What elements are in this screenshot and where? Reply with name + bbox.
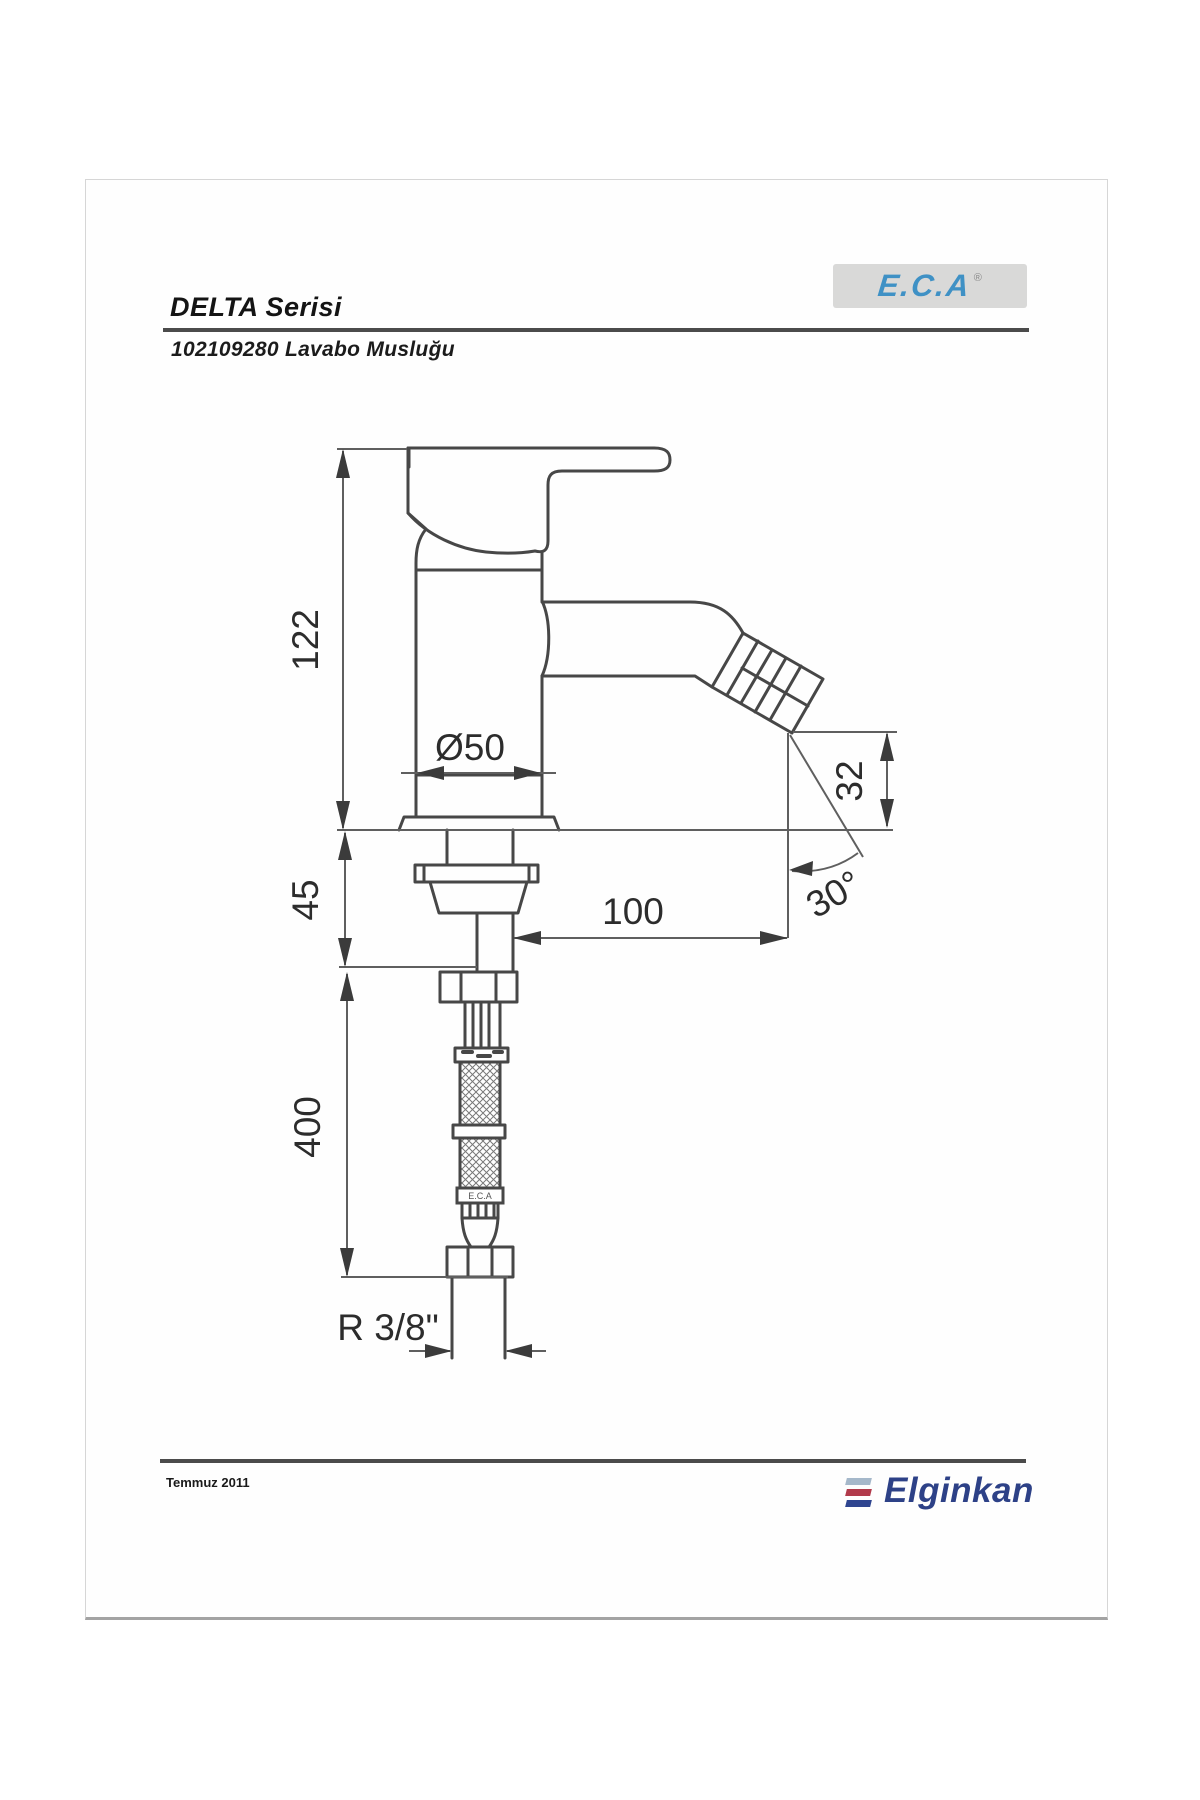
elginkan-logo-icon bbox=[845, 1478, 872, 1511]
eca-brand-logo: E.C.A ® bbox=[833, 264, 1027, 308]
elginkan-bar-light bbox=[845, 1478, 872, 1485]
footer-rule bbox=[160, 1459, 1026, 1463]
page-frame bbox=[85, 179, 1108, 1620]
series-title: DELTA Serisi bbox=[170, 292, 343, 322]
elginkan-bar-red bbox=[845, 1489, 872, 1496]
elginkan-bar-navy bbox=[845, 1500, 872, 1507]
product-code-title: 102109280 Lavabo Musluğu bbox=[171, 338, 455, 361]
registered-mark-icon: ® bbox=[973, 272, 982, 284]
title-rule bbox=[163, 328, 1029, 332]
footer-date: Temmuz 2011 bbox=[166, 1475, 250, 1490]
eca-logo-text: E.C.A bbox=[876, 268, 973, 303]
elginkan-logo-text: Elginkan bbox=[884, 1471, 1034, 1510]
